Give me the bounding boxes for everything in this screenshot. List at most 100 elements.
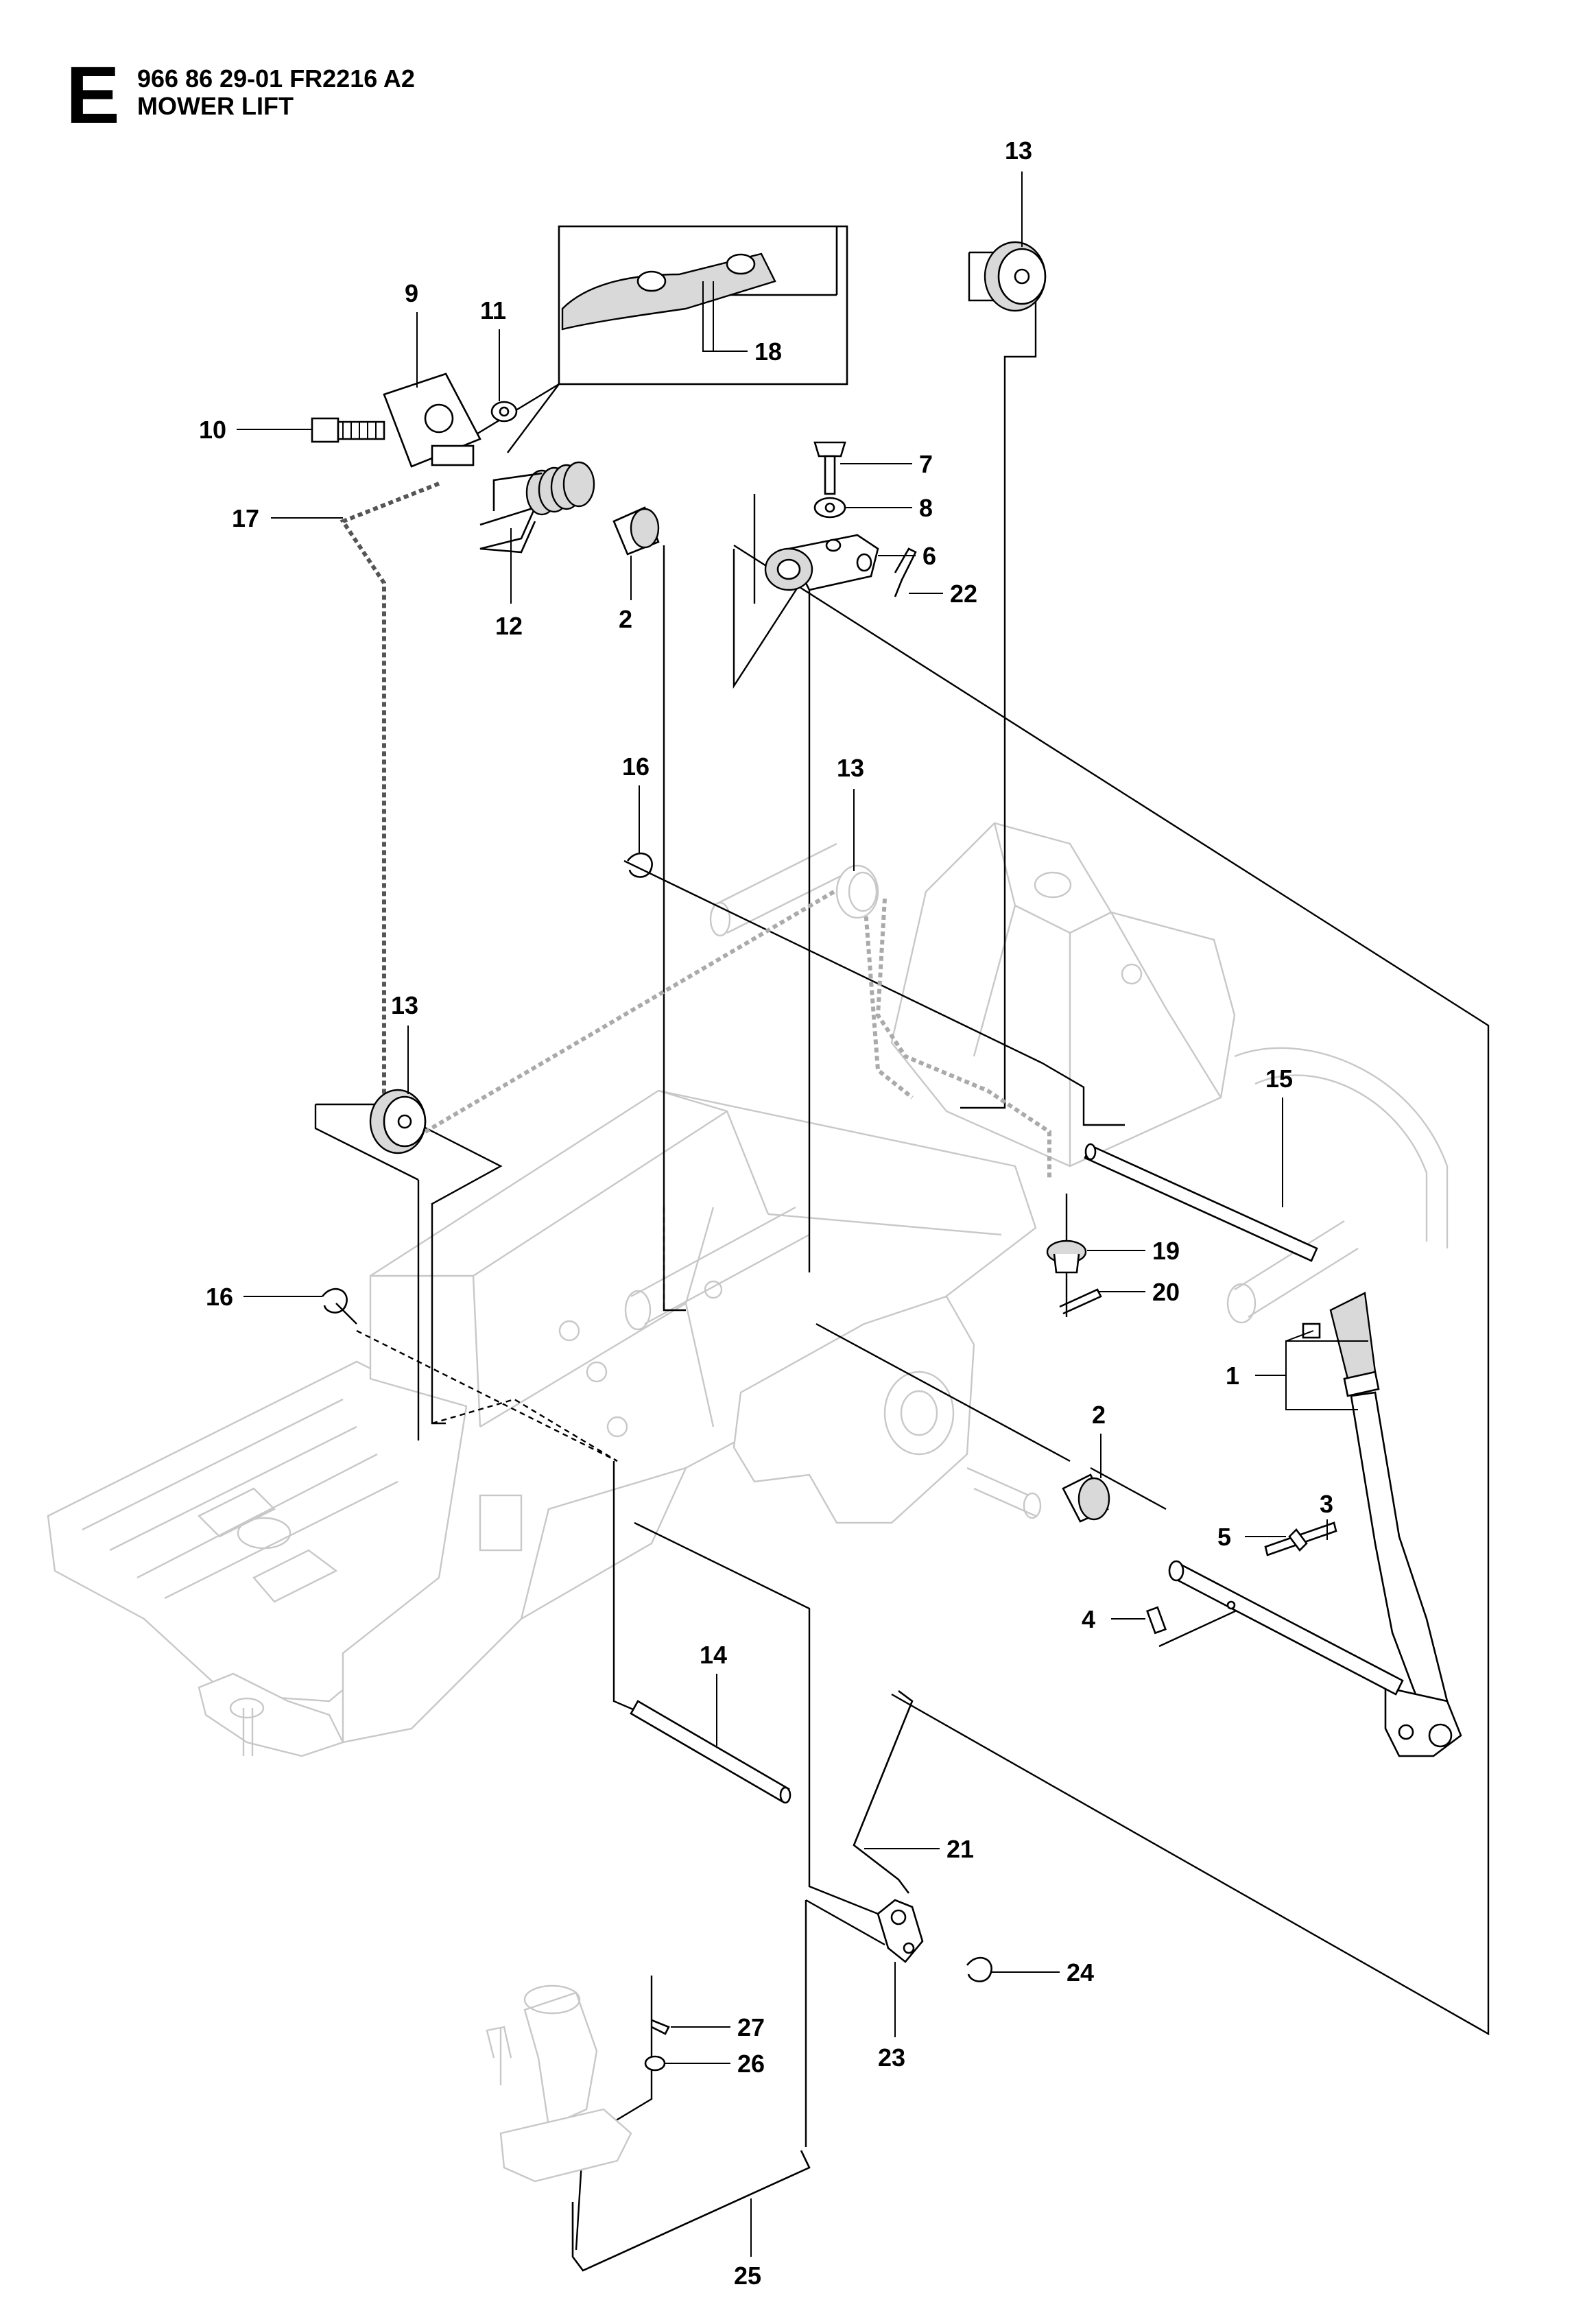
ghost-transmission-bore-inner — [900, 1390, 938, 1436]
pulley-13-mid-face — [848, 871, 878, 912]
callout-13-mid: 13 — [837, 754, 864, 782]
ghost-frame-hole-2 — [586, 1361, 608, 1383]
inset-leader-18 — [702, 281, 748, 352]
part-clip-16-top — [626, 852, 653, 878]
ghost-pedestal-edges — [973, 822, 1222, 1166]
part-plate-23 — [877, 1899, 924, 1963]
ghost-lift-arm — [486, 1984, 632, 2183]
plate-23-body — [877, 1899, 924, 1963]
chain-upper-run — [424, 876, 859, 1134]
part-bushing-2-top — [612, 506, 660, 556]
part-nut-11 — [490, 401, 518, 423]
inset-pin-2 — [726, 253, 756, 275]
lever-shaft-hole — [1226, 1600, 1236, 1610]
nut-8-hole — [824, 502, 835, 513]
ghost-axle-end — [1023, 1492, 1042, 1519]
lever-1-pivot-2 — [1398, 1724, 1414, 1740]
callout-24: 24 — [1067, 1958, 1094, 1987]
part-rod-25 — [571, 2150, 811, 2272]
callout-1: 1 — [1226, 1362, 1239, 1390]
nut-11-hole — [499, 406, 510, 417]
ghost-frame-hole-3 — [606, 1416, 628, 1438]
part-bolt-10 — [311, 417, 385, 443]
assembly-guide-lines — [314, 251, 1490, 2251]
plate-23-hole-2 — [903, 1942, 915, 1954]
part-bracket-6 — [764, 534, 879, 591]
dash-hidden-2 — [356, 1329, 618, 1462]
chain-17 — [340, 482, 440, 1098]
part-lever-shaft — [1168, 1560, 1404, 1696]
callout-27: 27 — [737, 2013, 765, 2041]
callout-17: 17 — [232, 504, 259, 532]
spring-12-coil-4 — [562, 461, 595, 508]
inset-chain-detail — [445, 225, 848, 454]
callout-6: 6 — [922, 542, 936, 570]
lever-1-grip — [1329, 1292, 1377, 1380]
lever-1-screw — [1302, 1323, 1321, 1339]
ghost-cross-tube — [630, 842, 851, 1325]
ghost-bracket-stud — [229, 1697, 265, 1719]
plate-9-clip — [431, 444, 475, 466]
ghost-lift-arm-top — [523, 1984, 581, 2015]
part-clip-16-bottom — [321, 1288, 348, 1314]
ghost-lift-arm-base — [499, 2108, 632, 2183]
guide-pin-line — [634, 1521, 879, 1915]
section-title: MOWER LIFT — [137, 92, 294, 120]
part-nut-8 — [813, 497, 846, 519]
part-pulley-13-top — [984, 241, 1047, 312]
part-pulley-13-mid — [835, 864, 879, 919]
callout-25: 25 — [734, 2262, 761, 2290]
part-cotter-pin-20 — [1059, 1288, 1102, 1315]
ghost-roll-bar — [1234, 1047, 1449, 1318]
callout-20: 20 — [1152, 1278, 1180, 1306]
spring-12-arm — [492, 472, 543, 511]
part-screw-5 — [1288, 1528, 1308, 1552]
lever-shaft-tube — [1171, 1563, 1404, 1696]
ghost-tube-end-2 — [624, 1290, 652, 1331]
pulley-13-mid-rim — [835, 864, 879, 919]
callout-2-top: 2 — [619, 605, 632, 633]
part-cotter-pin-22 — [894, 547, 917, 597]
diagram-header: E 966 86 29-01 FR2216 A2 MOWER LIFT — [66, 55, 683, 136]
inset-pin-1 — [636, 270, 667, 292]
part-shaft-14 — [630, 1700, 791, 1804]
ghost-pedestal-hole — [1034, 871, 1072, 899]
shaft-14-body — [630, 1700, 790, 1803]
shaft-14-end — [779, 1786, 791, 1804]
callout-12: 12 — [495, 612, 523, 640]
bolt-10-thread — [342, 422, 377, 439]
pulley-13-left-hub — [397, 1114, 412, 1129]
callout-7: 7 — [919, 450, 933, 478]
bolt-10-shank — [337, 420, 385, 440]
guide-shaft-16-top — [623, 859, 1043, 1065]
part-washer-26 — [644, 2055, 666, 2072]
guide-shaft-14 — [612, 1461, 639, 1713]
callout-14: 14 — [700, 1641, 727, 1669]
callout-15: 15 — [1265, 1065, 1293, 1093]
guide-linkage-26-27 — [575, 1976, 653, 2251]
part-pin-4 — [1146, 1606, 1167, 1635]
callout-21: 21 — [946, 1835, 974, 1863]
guide-lever-shaft — [815, 1323, 1167, 1510]
callout-8: 8 — [919, 494, 933, 522]
ghost-axle — [966, 1467, 1036, 1517]
bracket-6-side-hole — [856, 553, 872, 572]
callout-13-top: 13 — [1005, 137, 1032, 165]
part-pulley-13-left — [369, 1089, 427, 1154]
guide-long-diagonal — [733, 494, 1490, 2036]
guide-bushing-2-top — [663, 545, 686, 1312]
callout-4: 4 — [1082, 1605, 1095, 1633]
lever-1-pivot — [1428, 1723, 1453, 1748]
bushing-2-lower-face — [1077, 1477, 1110, 1521]
callout-5: 5 — [1217, 1523, 1231, 1551]
plate-9-hole — [424, 403, 454, 434]
callout-18: 18 — [754, 337, 782, 366]
shaft-15-end — [1084, 1143, 1097, 1161]
bolt-7-head — [813, 441, 846, 458]
part-lever-1 — [1302, 1292, 1462, 1757]
chain-pedestal-wrap — [862, 891, 914, 1100]
callout-13-left: 13 — [391, 991, 418, 1019]
ghost-pedestal — [890, 822, 1236, 1167]
part-bolt-7 — [813, 441, 846, 495]
